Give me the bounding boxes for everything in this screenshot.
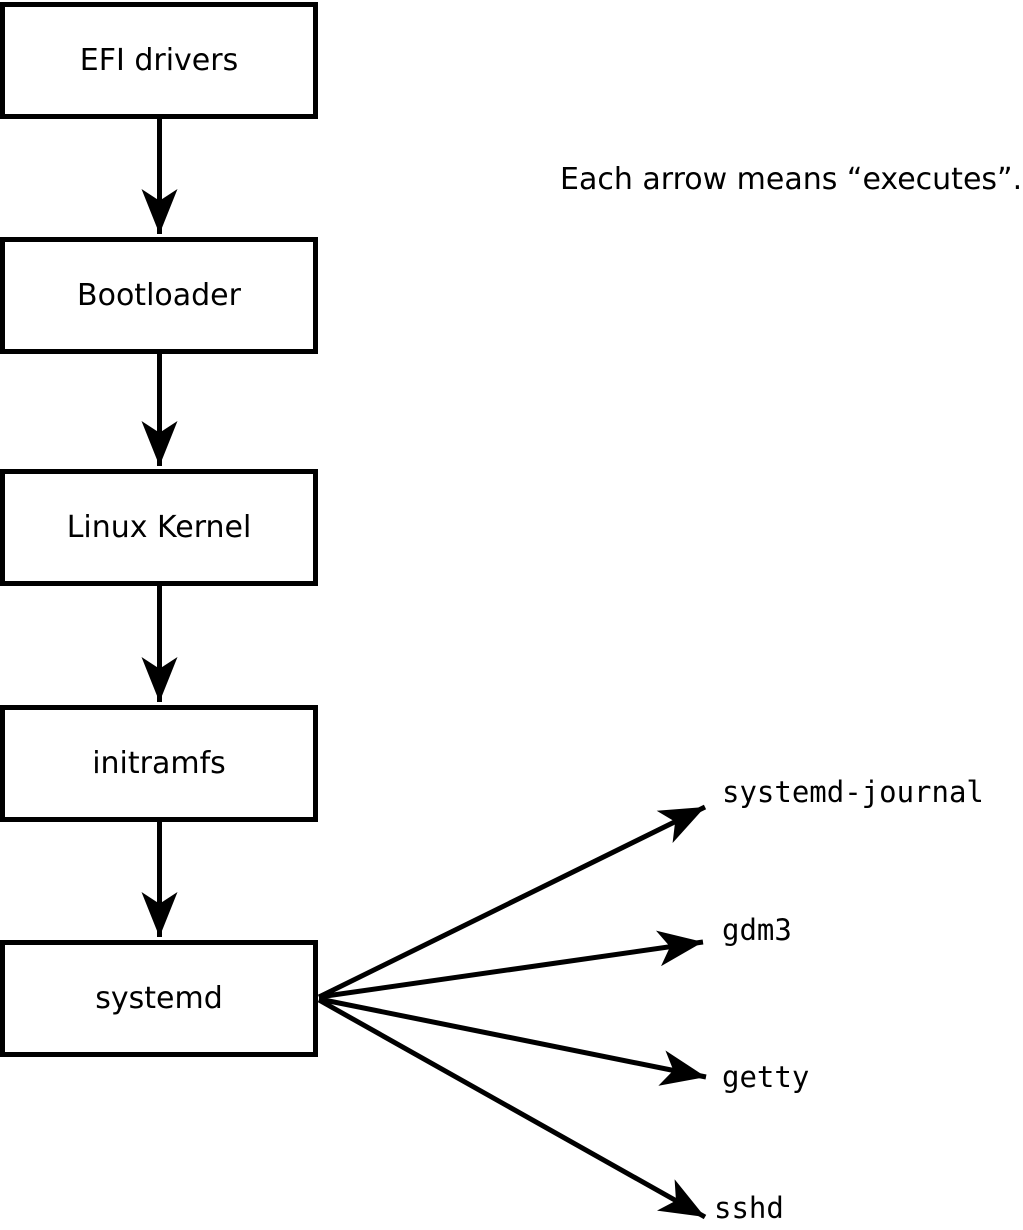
arrow-systemd-to-gdm3-icon <box>318 930 704 1000</box>
process-label-systemd-journal: systemd-journal <box>722 775 984 809</box>
flow-box-label: Bootloader <box>77 277 241 313</box>
process-label-sshd: sshd <box>714 1191 784 1225</box>
arrow-meaning-annotation: Each arrow means “executes”. <box>560 162 1023 197</box>
flow-box-label: Linux Kernel <box>66 509 252 545</box>
flow-box-initramfs: initramfs <box>0 705 318 822</box>
arrow-systemd-to-sshd-icon <box>317 997 707 1220</box>
arrow-systemd-to-journal-icon <box>317 804 707 1000</box>
flow-box-efi-drivers: EFI drivers <box>0 2 318 119</box>
flow-box-label: initramfs <box>92 745 226 781</box>
flow-box-label: EFI drivers <box>79 42 239 78</box>
flow-box-systemd: systemd <box>0 940 318 1057</box>
process-label-gdm3: gdm3 <box>722 913 792 947</box>
arrow-systemd-to-getty-icon <box>318 996 707 1086</box>
flow-box-label: systemd <box>95 980 223 1016</box>
flow-box-linux-kernel: Linux Kernel <box>0 469 318 586</box>
process-label-getty: getty <box>722 1060 810 1094</box>
flow-box-bootloader: Bootloader <box>0 237 318 354</box>
